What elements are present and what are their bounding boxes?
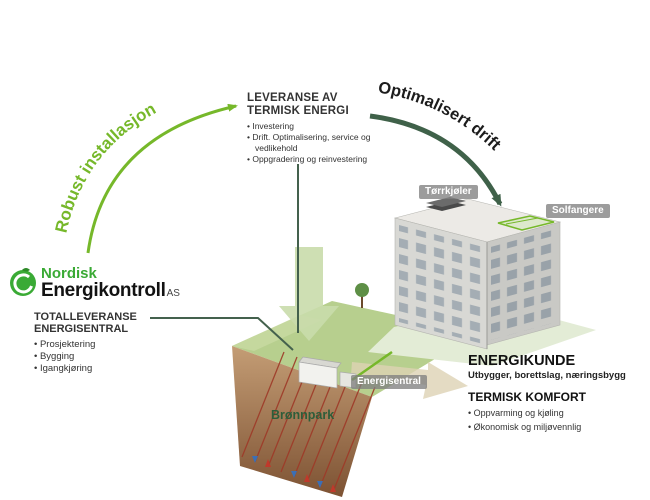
energikunde-bullet: Oppvarming og kjøling bbox=[468, 407, 648, 421]
leveranse-bullet-list: Investering Drift. Optimalisering, servi… bbox=[247, 121, 387, 165]
energy-down-arrow bbox=[279, 247, 339, 341]
totalleveranse-bullet: Prosjektering bbox=[34, 339, 194, 351]
robust-installasjon-arrow bbox=[86, 103, 238, 254]
leveranse-title-line1: LEVERANSE AV bbox=[247, 92, 338, 104]
totalleveranse-bullet: Bygging bbox=[34, 351, 194, 363]
soil-face bbox=[232, 346, 372, 497]
leveranse-title-line2: TERMISK ENERGI bbox=[247, 104, 349, 117]
solfangere-label: Solfangere bbox=[546, 204, 610, 218]
totalleveranse-bullet: Igangkjøring bbox=[34, 363, 194, 375]
energikunde-block: ENERGIKUNDE Utbygger, borettslag, næring… bbox=[468, 353, 648, 434]
totalleveranse-bullet-list: Prosjektering Bygging Igangkjøring bbox=[34, 339, 194, 376]
building-front-face bbox=[394, 217, 488, 350]
logo-suffix: AS bbox=[166, 288, 180, 299]
logo-name-main: Energikontroll bbox=[41, 280, 166, 301]
optimalisert-drift-arrow bbox=[369, 113, 503, 207]
leveranse-bullet: Investering bbox=[247, 121, 387, 132]
office-building bbox=[393, 197, 562, 350]
leveranse-block: LEVERANSE AV TERMISK ENERGI Investering … bbox=[247, 92, 399, 165]
torrkjoler-label: Tørrkjøler bbox=[419, 185, 478, 199]
totalleveranse-title-line1: TOTALLEVERANSE bbox=[34, 311, 137, 323]
building-side-face bbox=[486, 221, 561, 346]
leveranse-bullet: Oppgradering og reinvestering bbox=[247, 154, 387, 165]
energikunde-subtitle: Utbygger, borettslag, næringsbygg bbox=[468, 370, 626, 381]
totalleveranse-connector-line bbox=[150, 317, 294, 351]
energikunde-bullet-list: Oppvarming og kjøling Økonomisk og miljø… bbox=[468, 407, 648, 434]
logo-name-top: Nordisk bbox=[41, 265, 97, 282]
borehole-flow-arrows bbox=[252, 456, 336, 492]
solar-collector-panel bbox=[497, 215, 555, 231]
logo-text: Nordisk EnergikontrollAS bbox=[41, 266, 180, 300]
tree bbox=[355, 283, 369, 308]
robust-installasjon-label: Robust installasjon bbox=[52, 99, 159, 234]
energikunde-title: ENERGIKUNDE bbox=[468, 353, 576, 369]
dry-cooler-top bbox=[426, 197, 466, 207]
energisentral-label: Energisentral bbox=[351, 375, 427, 389]
totalleveranse-block: TOTALLEVERANSE ENERGISENTRAL Prosjekteri… bbox=[34, 311, 194, 376]
leveranse-bullet: Drift. Optimalisering, service og vedlik… bbox=[247, 132, 387, 154]
logo-icon bbox=[10, 268, 36, 296]
totalleveranse-title-line2: ENERGISENTRAL bbox=[34, 323, 129, 336]
termisk-komfort-title: TERMISK KOMFORT bbox=[468, 390, 586, 404]
company-logo: Nordisk EnergikontrollAS bbox=[8, 266, 180, 300]
bronnpark-label: Brønnpark bbox=[271, 408, 335, 422]
energisentral-structure bbox=[298, 350, 393, 389]
energikunde-bullet: Økonomisk og miljøvennlig bbox=[468, 421, 648, 435]
